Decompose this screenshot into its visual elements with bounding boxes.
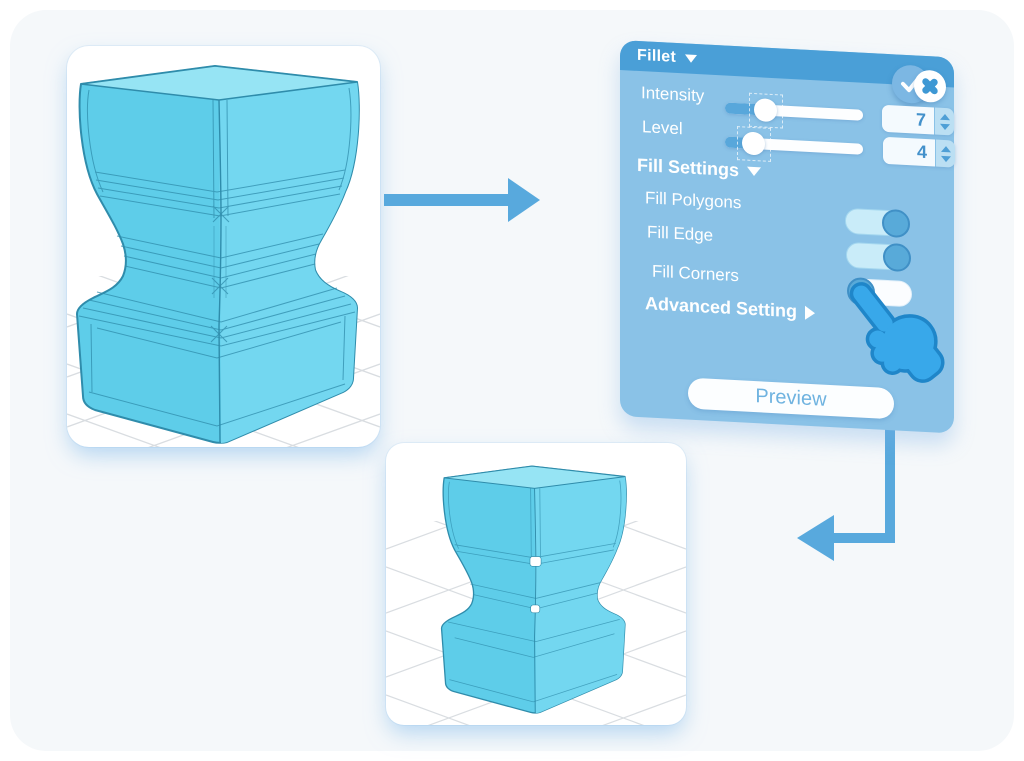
level-value-box[interactable]: 4 [883, 136, 955, 168]
intensity-slider[interactable] [725, 92, 863, 129]
intensity-spinner[interactable] [935, 107, 954, 136]
toggle-knob [882, 208, 910, 239]
fill-edge-toggle[interactable] [846, 241, 911, 273]
intensity-label: Intensity [641, 83, 705, 106]
level-slider[interactable] [725, 126, 863, 162]
level-label: Level [642, 117, 683, 139]
wireframe-light [448, 480, 622, 703]
fill-polygons-label: Fill Polygons [645, 188, 742, 213]
spinner-down-icon[interactable] [939, 123, 950, 130]
intensity-value-box[interactable]: 7 [882, 104, 954, 136]
model-after-canvas [386, 465, 686, 725]
fill-polygons-toggle[interactable] [845, 207, 910, 239]
panel-body: Intensity 7 Level 4 [620, 64, 955, 434]
model-before-canvas [67, 65, 380, 447]
spinner-down-icon[interactable] [940, 155, 951, 162]
advanced-setting-label: Advanced Setting [645, 293, 798, 322]
flow-arrow-down-left-icon [797, 426, 895, 561]
fill-corners-label: Fill Corners [652, 261, 739, 286]
hand-cursor-icon [849, 282, 945, 383]
intensity-value[interactable]: 7 [882, 104, 934, 135]
model-after-card [386, 443, 686, 725]
spinner-up-icon[interactable] [940, 145, 951, 152]
wireframe-dense [78, 87, 356, 427]
fill-settings-label: Fill Settings [637, 154, 740, 181]
close-button[interactable] [914, 69, 946, 104]
fillet-panel: Fillet Intensity [620, 40, 955, 434]
level-slider-knob[interactable] [742, 131, 765, 156]
dropdown-arrow-icon[interactable] [685, 54, 698, 64]
section-dropdown-icon[interactable] [747, 166, 762, 177]
fill-edge-label: Fill Edge [647, 222, 714, 245]
close-icon [922, 78, 938, 95]
flow-arrow-right-icon [384, 178, 540, 222]
toggle-knob [883, 242, 911, 273]
fillet-highlight-patches [529, 556, 542, 614]
level-value[interactable]: 4 [883, 136, 935, 167]
model-before-card [67, 46, 380, 447]
panel-title: Fillet [637, 46, 677, 66]
spinner-up-icon[interactable] [939, 113, 950, 120]
level-spinner[interactable] [936, 139, 955, 168]
intensity-slider-knob[interactable] [754, 98, 777, 123]
